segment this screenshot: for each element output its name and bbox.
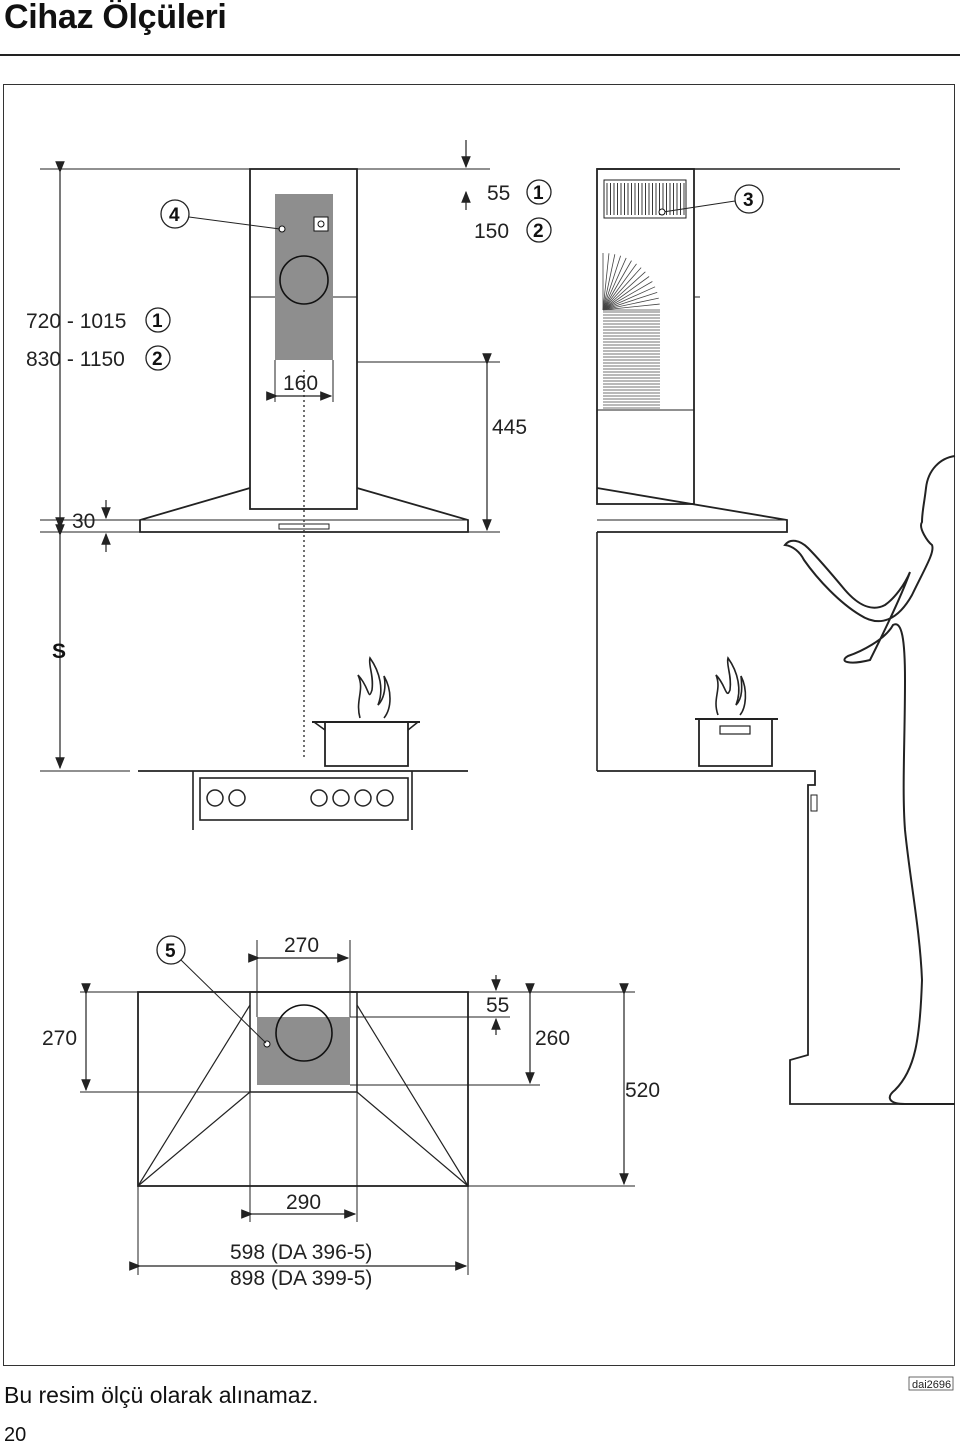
plan-grey-panel [257, 1017, 350, 1085]
marker-2a-label: 2 [152, 349, 163, 370]
dim-830-1150: 830 - 1150 [26, 348, 125, 371]
page-number: 20 [4, 1424, 27, 1446]
front-view: 720 - 1015 1 830 - 1150 2 55 1 150 2 4 1… [26, 140, 552, 830]
dim-720-1015: 720 - 1015 [26, 310, 126, 333]
marker-4-label: 4 [169, 205, 180, 226]
marker-1a [145, 307, 171, 333]
side-flame-icon [715, 656, 747, 716]
socket-icon [313, 216, 329, 232]
dim-s: S [52, 640, 66, 663]
plan-duct-opening [275, 1004, 333, 1062]
marker-3 [734, 184, 764, 214]
vent-grille [603, 179, 687, 219]
control-buttons [278, 523, 330, 530]
side-chimney [596, 168, 695, 505]
plan-dim-290: 290 [286, 1191, 321, 1214]
marker-2a [145, 345, 171, 371]
marker-3-label: 3 [743, 190, 754, 211]
marker-5 [156, 935, 186, 965]
cooking-pot [324, 723, 409, 767]
side-counter [597, 770, 955, 1105]
plan-dim-260: 260 [535, 1027, 570, 1050]
page-title: Cihaz Ölçüleri [4, 0, 227, 36]
side-pot [698, 719, 773, 767]
plan-dim-55: 55 [486, 994, 509, 1017]
plan-dim-270-left: 270 [42, 1027, 77, 1050]
dim-445: 445 [492, 416, 527, 439]
side-view: 3 [596, 168, 956, 1105]
plan-view: 5 270 270 55 260 520 290 598 (DA 396- [42, 934, 660, 1290]
dim-160: 160 [283, 372, 318, 395]
plan-dim-598: 598 (DA 396-5) [230, 1241, 372, 1264]
flame-icon [357, 656, 391, 719]
side-canopy [596, 487, 788, 533]
marker-1a-label: 1 [152, 311, 163, 332]
marker-2b [526, 217, 552, 243]
flexible-duct [602, 253, 660, 409]
hob-panel [199, 777, 409, 821]
figure-frame [3, 84, 955, 1366]
title-rule [0, 54, 960, 56]
person-silhouette [783, 455, 956, 1105]
plan-chimney [249, 991, 358, 1093]
marker-1b [526, 179, 552, 205]
dim-150: 150 [474, 220, 509, 243]
dim-30: 30 [72, 510, 95, 533]
plan-dim-898: 898 (DA 399-5) [230, 1267, 372, 1290]
caption: Bu resim ölçü olarak alınamaz. [4, 1382, 319, 1408]
plan-dim-520: 520 [625, 1079, 660, 1102]
duct-opening [279, 255, 329, 305]
chimney-outline [249, 168, 358, 510]
marker-4 [160, 199, 190, 229]
figure-code: dai2696 [912, 1379, 951, 1391]
dim-55: 55 [487, 182, 510, 205]
marker-5-label: 5 [165, 941, 176, 962]
plan-dim-270-top: 270 [284, 934, 319, 957]
marker-2b-label: 2 [533, 221, 544, 242]
marker-1b-label: 1 [533, 183, 544, 204]
